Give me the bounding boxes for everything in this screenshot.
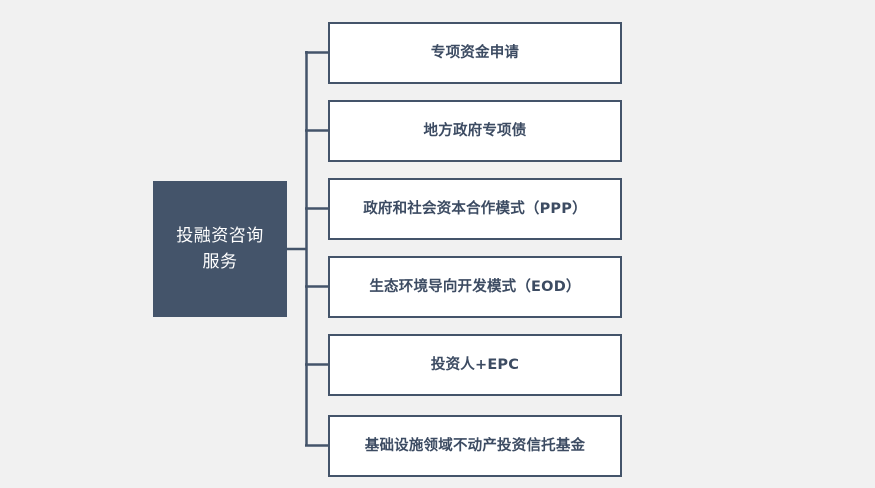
- child-node-label: 基础设施领域不动产投资信托基金: [364, 437, 586, 454]
- child-node-6[interactable]: 基础设施领域不动产投资信托基金: [328, 415, 622, 477]
- child-node-label: 投资人+EPC: [430, 356, 520, 373]
- child-node-5[interactable]: 投资人+EPC: [328, 334, 622, 396]
- child-node-label: 专项资金申请: [430, 44, 520, 61]
- child-node-label: 生态环境导向开发模式（EOD）: [369, 278, 581, 295]
- root-node-label: 投融资咨询 服务: [176, 225, 264, 272]
- child-node-label: 政府和社会资本合作模式（PPP）: [363, 200, 587, 217]
- child-node-4[interactable]: 生态环境导向开发模式（EOD）: [328, 256, 622, 318]
- child-node-2[interactable]: 地方政府专项债: [328, 100, 622, 162]
- root-node[interactable]: 投融资咨询 服务: [153, 181, 287, 317]
- child-node-1[interactable]: 专项资金申请: [328, 22, 622, 84]
- child-node-3[interactable]: 政府和社会资本合作模式（PPP）: [328, 178, 622, 240]
- child-node-label: 地方政府专项债: [423, 122, 527, 139]
